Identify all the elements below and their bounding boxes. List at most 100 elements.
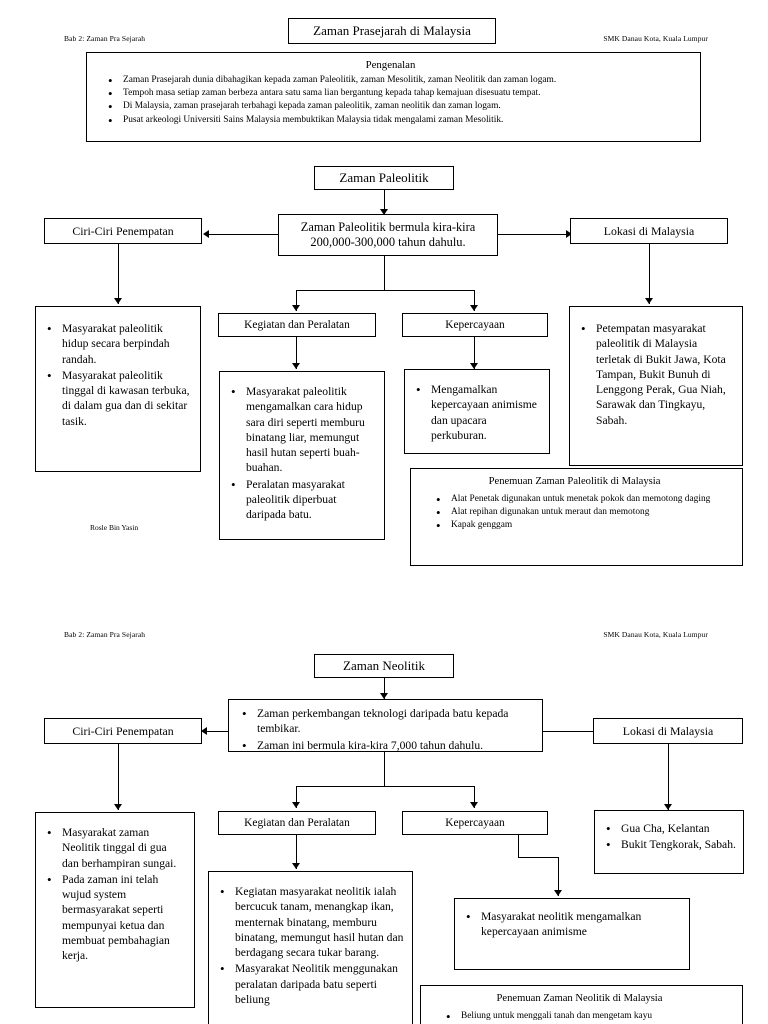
arrow-down-icon — [114, 804, 122, 810]
neolitik-central-list: Zaman perkembangan teknologi daripada ba… — [231, 705, 536, 754]
connector-central-to-right-2 — [543, 731, 593, 732]
section-title-paleolitik-box: Zaman Paleolitik — [314, 166, 454, 190]
list-item: Masyarakat neolitik mengamalkan kepercay… — [466, 908, 681, 940]
list-item: Peralatan masyarakat paleolitik diperbua… — [231, 476, 376, 523]
neolitik-kegiatan-content-box: Kegiatan masyarakat neolitik ialah bercu… — [208, 871, 413, 1024]
list-item: Pusat arkeologi Universiti Sains Malaysi… — [108, 113, 690, 130]
neolitik-kepercayaan-content-box: Masyarakat neolitik mengamalkan kepercay… — [454, 898, 690, 970]
list-item: Alat repihan digunakan untuk meraut dan … — [436, 505, 734, 522]
neolitik-kepercayaan-list: Masyarakat neolitik mengamalkan kepercay… — [459, 908, 681, 940]
list-item: Alat Penetak digunakan untuk menetak pok… — [436, 492, 734, 509]
list-item: Di Malaysia, zaman prasejarah terbahagi … — [108, 99, 690, 116]
section-title-neolitik: Zaman Neolitik — [343, 657, 425, 673]
branch-label-text: Kepercayaan — [445, 318, 505, 331]
connector-middle-split — [296, 290, 474, 291]
connector-central-to-right — [498, 234, 570, 235]
connector-central-to-left — [209, 234, 278, 235]
arrow-down-icon — [664, 804, 672, 810]
connector-kepercayaan-label-to-content-1 — [474, 337, 475, 369]
connector-to-kepercayaan-1 — [474, 290, 475, 311]
arrow-down-icon — [470, 363, 478, 369]
connector-right-label-to-content — [649, 244, 650, 304]
list-item: Masyarakat paleolitik hidup secara berpi… — [47, 320, 192, 367]
branch-label-text: Kegiatan dan Peralatan — [244, 816, 350, 829]
page1-header-right: SMK Danau Kota, Kuala Lumpur — [603, 34, 708, 43]
paleolitik-kepercayaan-content-box: Mengamalkan kepercayaan animisme dan upa… — [404, 369, 550, 454]
neolitik-right-content-box: Gua Cha, Kelantan Bukit Tengkorak, Sabah… — [594, 810, 744, 874]
arrow-down-icon — [645, 298, 653, 304]
neolitik-left-list: Masyarakat zaman Neolitik tinggal di gua… — [40, 824, 186, 964]
branch-label-text: Kepercayaan — [445, 816, 505, 829]
intro-box: Pengenalan Zaman Prasejarah dunia dibaha… — [86, 52, 701, 142]
arrow-down-icon — [380, 693, 388, 699]
section-title-paleolitik: Zaman Paleolitik — [339, 169, 429, 185]
paleolitik-kegiatan-content-box: Masyarakat paleolitik mengamalkan cara h… — [219, 371, 385, 540]
connector-to-kegiatan-1 — [296, 290, 297, 311]
paleolitik-findings-box: Penemuan Zaman Paleolitik di Malaysia Al… — [410, 468, 743, 566]
branch-label-kepercayaan-2: Kepercayaan — [402, 811, 548, 835]
paleolitik-right-content-box: Petempatan masyarakat paleolitik di Mala… — [569, 306, 743, 466]
arrow-down-icon — [380, 209, 388, 215]
list-item: Masyarakat zaman Neolitik tinggal di gua… — [47, 824, 186, 871]
list-item: Kegiatan masyarakat neolitik ialah bercu… — [220, 883, 404, 960]
connector-central-down — [384, 256, 385, 290]
connector-kepercayaan-across-2 — [518, 857, 558, 858]
connector-to-kegiatan-2 — [296, 786, 297, 808]
connector-central-to-left-2 — [207, 731, 228, 732]
list-item: Bukit Tengkorak, Sabah. — [606, 836, 737, 853]
list-item: Zaman Prasejarah dunia dibahagikan kepad… — [108, 73, 690, 90]
findings-heading-2: Penemuan Zaman Neolitik di Malaysia — [496, 993, 663, 1004]
findings-heading-1: Penemuan Zaman Paleolitik di Malaysia — [488, 476, 661, 487]
arrow-down-icon — [292, 363, 300, 369]
connector-kegiatan-label-to-content-1 — [296, 337, 297, 369]
arrow-down-icon — [470, 305, 478, 311]
list-item: Gua Cha, Kelantan — [606, 820, 737, 837]
paleolitik-findings-list: Alat Penetak digunakan untuk menetak pok… — [415, 492, 734, 536]
page2-header-left: Bab 2: Zaman Pra Sejarah — [64, 630, 146, 639]
connector-right-label-to-content-2 — [668, 744, 669, 810]
connector-central-down-2 — [384, 752, 385, 786]
list-item: Zaman ini bermula kira-kira 7,000 tahun … — [242, 737, 536, 754]
branch-label-text: Kegiatan dan Peralatan — [244, 318, 350, 331]
list-item: Masyarakat Neolitik menggunakan peralata… — [220, 960, 404, 1007]
branch-label-text: Ciri-Ciri Penempatan — [72, 723, 174, 738]
intro-heading: Pengenalan — [365, 59, 416, 71]
list-item: Petempatan masyarakat paleolitik di Mala… — [581, 320, 734, 428]
arrow-right-icon — [566, 230, 572, 238]
page1-header-left: Bab 2: Zaman Pra Sejarah — [64, 34, 146, 43]
list-item: Masyarakat paleolitik mengamalkan cara h… — [231, 383, 376, 476]
paleolitik-kepercayaan-list: Mengamalkan kepercayaan animisme dan upa… — [409, 381, 541, 443]
neolitik-left-content-box: Masyarakat zaman Neolitik tinggal di gua… — [35, 812, 195, 1008]
list-item: Pada zaman ini telah wujud system bermas… — [47, 871, 186, 964]
branch-label-text: Lokasi di Malaysia — [622, 723, 714, 738]
arrow-down-icon — [114, 298, 122, 304]
list-item: Tempoh masa setiap zaman berbeza antara … — [108, 86, 690, 103]
branch-label-ciri-ciri-penempatan-2: Ciri-Ciri Penempatan — [44, 718, 202, 744]
list-item: Zaman perkembangan teknologi daripada ba… — [242, 705, 536, 737]
connector-left-label-to-content — [118, 244, 119, 304]
list-item: Beliung untuk menggali tanah dan mengeta… — [446, 1009, 734, 1024]
arrow-down-icon — [292, 863, 300, 869]
branch-label-ciri-ciri-penempatan-1: Ciri-Ciri Penempatan — [44, 218, 202, 244]
paleolitik-left-list: Masyarakat paleolitik hidup secara berpi… — [40, 320, 192, 429]
connector-left-label-to-content-2 — [118, 744, 119, 810]
paleolitik-right-list: Petempatan masyarakat paleolitik di Mala… — [574, 320, 734, 428]
arrow-left-icon — [203, 230, 209, 238]
section-title-neolitik-box: Zaman Neolitik — [314, 654, 454, 678]
page1-main-title: Zaman Prasejarah di Malaysia — [313, 22, 471, 38]
paleolitik-central-text: Zaman Paleolitik bermula kira-kira 200,0… — [300, 219, 476, 250]
connector-kegiatan-label-to-content-2 — [296, 835, 297, 869]
paleolitik-central-box: Zaman Paleolitik bermula kira-kira 200,0… — [278, 214, 498, 256]
arrow-down-icon — [292, 802, 300, 808]
neolitik-right-list: Gua Cha, Kelantan Bukit Tengkorak, Sabah… — [597, 820, 737, 854]
branch-label-kegiatan-dan-peralatan-1: Kegiatan dan Peralatan — [218, 313, 376, 337]
neolitik-central-box: Zaman perkembangan teknologi daripada ba… — [228, 699, 543, 754]
page1-main-title-box: Zaman Prasejarah di Malaysia — [288, 18, 496, 44]
connector-kepercayaan-down-2b — [558, 857, 559, 896]
paleolitik-left-content-box: Masyarakat paleolitik hidup secara berpi… — [35, 306, 201, 472]
branch-label-lokasi-di-malaysia-2: Lokasi di Malaysia — [593, 718, 743, 744]
author-credit: Rosle Bin Yasin — [90, 523, 139, 532]
paleolitik-kegiatan-list: Masyarakat paleolitik mengamalkan cara h… — [224, 383, 376, 523]
connector-title-to-central-2 — [384, 678, 385, 699]
